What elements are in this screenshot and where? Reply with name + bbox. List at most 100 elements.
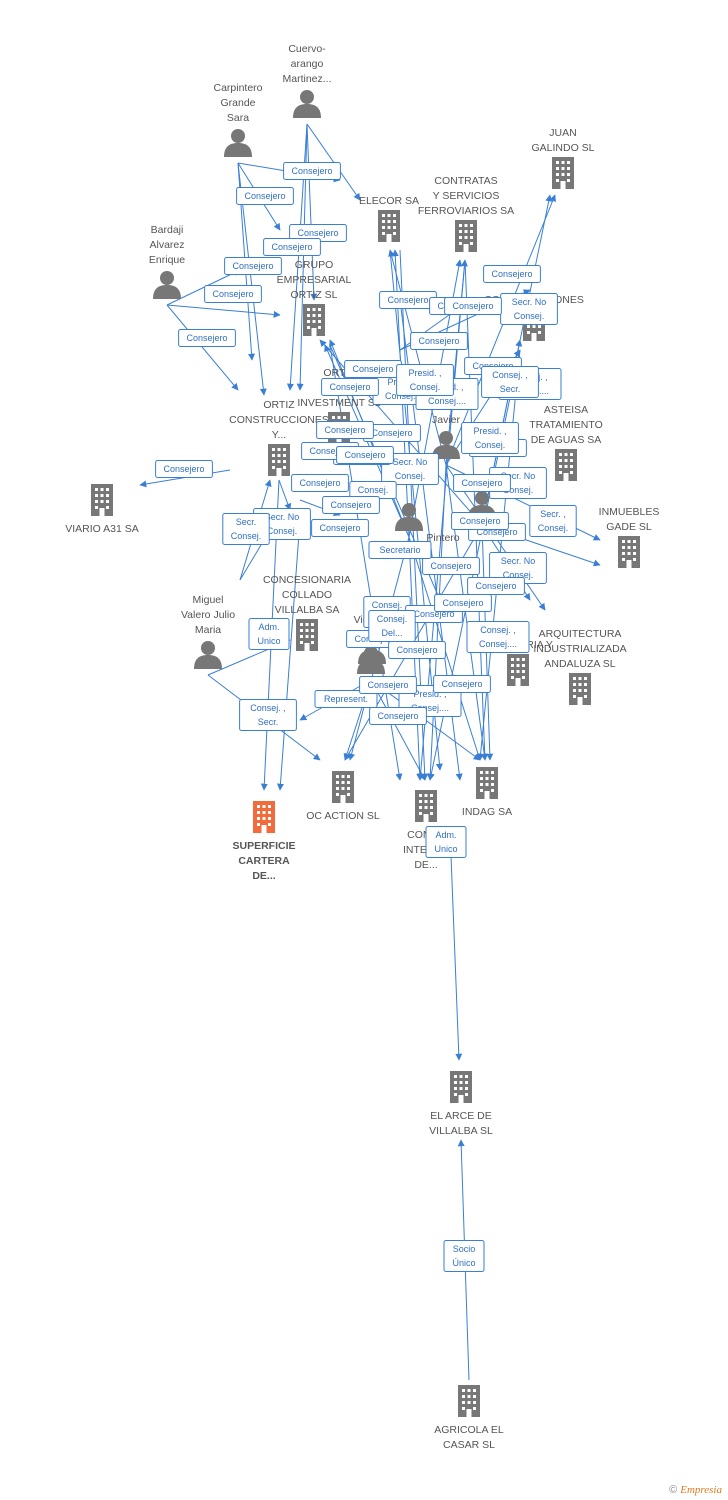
- relation-label[interactable]: Consej. ,Secr.: [239, 699, 297, 731]
- building-icon: [303, 304, 325, 336]
- relation-label[interactable]: Consejero: [410, 332, 468, 350]
- relation-label[interactable]: Consejero: [434, 594, 492, 612]
- relation-text: Consej. ,: [250, 703, 286, 713]
- relation-box: [316, 421, 374, 439]
- relation-label[interactable]: Consejero: [422, 557, 480, 575]
- relation-label[interactable]: Consejero: [483, 265, 541, 283]
- relation-label[interactable]: Adm.Unico: [425, 826, 467, 858]
- relation-text: Consejero: [232, 261, 273, 271]
- relation-label[interactable]: Consej. ,Secr.: [481, 366, 539, 398]
- relation-label[interactable]: Consej.: [349, 481, 397, 499]
- relation-text: Consejero: [452, 301, 493, 311]
- edge-20: [388, 249, 447, 466]
- relation-label[interactable]: Secr.Consej.: [222, 513, 270, 545]
- relation-label[interactable]: Secr. ,Consej.: [529, 505, 577, 537]
- relation-box: [451, 512, 509, 530]
- relation-label[interactable]: Consejero: [467, 577, 525, 595]
- node-elecor[interactable]: ELECOR SA: [359, 195, 419, 242]
- building-icon: [91, 484, 113, 516]
- node-label: INVESTMENT SL: [297, 397, 380, 409]
- relation-label[interactable]: Consejero: [451, 512, 509, 530]
- node-label: ANDALUZA SL: [544, 658, 615, 670]
- node-cuervo[interactable]: Cuervo-arangoMartinez...: [282, 43, 332, 118]
- relation-label[interactable]: Presid. ,Consej.: [396, 364, 454, 396]
- edge-0: [306, 123, 318, 301]
- relation-box: [433, 675, 491, 693]
- relation-label[interactable]: Consejero: [369, 707, 427, 725]
- relation-label[interactable]: Consejero: [322, 496, 380, 514]
- relation-label[interactable]: Consejero: [344, 360, 402, 378]
- node-indag[interactable]: INDAG SA: [462, 767, 512, 818]
- relation-box: [483, 265, 541, 283]
- node-label: VILLALBA SL: [429, 1125, 493, 1137]
- node-p_center[interactable]: Pintero: [395, 503, 460, 544]
- relation-label[interactable]: Consejero: [236, 187, 294, 205]
- node-label: ARQUITECTURA: [539, 628, 622, 640]
- relation-label[interactable]: Consejero: [379, 291, 437, 309]
- node-oc_action[interactable]: OC ACTION SL: [306, 771, 380, 822]
- relation-label[interactable]: Consejero: [316, 421, 374, 439]
- relation-label[interactable]: Presid. ,Consej.: [461, 422, 519, 454]
- node-label: Javier: [432, 414, 461, 426]
- relation-text: Consejero: [271, 242, 312, 252]
- building-icon: [569, 673, 591, 705]
- relation-label[interactable]: Consejero: [311, 519, 369, 537]
- relation-label[interactable]: Adm.Unico: [248, 618, 290, 650]
- relation-label[interactable]: Secretario: [368, 541, 432, 559]
- node-label: INDUSTRIALIZADA: [533, 643, 626, 655]
- footer-brand[interactable]: © Empresia: [669, 1484, 722, 1496]
- relation-label[interactable]: Consejero: [433, 675, 491, 693]
- relation-label[interactable]: Consejero: [336, 446, 394, 464]
- node-ortiz_constr[interactable]: ORTIZCONSTRUCCIONESY...: [229, 399, 329, 476]
- node-label: Miguel: [193, 594, 224, 606]
- relation-label[interactable]: Consejero: [263, 238, 321, 256]
- relation-text: Consejero: [244, 191, 285, 201]
- node-label: Y...: [272, 429, 286, 441]
- relation-label[interactable]: Consejero: [359, 676, 417, 694]
- relation-label[interactable]: Represent.: [314, 690, 378, 708]
- node-superficie[interactable]: SUPERFICIECARTERADE...: [232, 801, 296, 882]
- relation-label[interactable]: Consejero: [363, 424, 421, 442]
- relation-text: Adm.: [435, 830, 456, 840]
- relation-box: [529, 505, 577, 537]
- node-javier[interactable]: Javier: [432, 414, 461, 459]
- relation-text: Consejero: [442, 598, 483, 608]
- relation-label[interactable]: Consejero: [155, 460, 213, 478]
- node-viario[interactable]: VIARIO A31 SA: [65, 484, 139, 535]
- node-arquitectura[interactable]: ARQUITECTURA INDUSTRIALIZADA ANDALUZA SL: [533, 628, 627, 705]
- relation-label[interactable]: Consejero: [291, 474, 349, 492]
- node-label: DE AGUAS SA: [531, 434, 602, 446]
- relation-label[interactable]: Consejero: [224, 257, 282, 275]
- node-label: SUPERFICIE: [232, 840, 295, 852]
- node-label: DE...: [414, 859, 437, 871]
- relation-text: Consej.: [514, 311, 545, 321]
- node-label: ASTEISA: [544, 404, 588, 416]
- relation-label[interactable]: Consejero: [283, 162, 341, 180]
- relation-label[interactable]: Consej.Del...: [368, 610, 416, 642]
- node-label: FERROVIARIOS SA: [418, 205, 514, 217]
- relation-label[interactable]: Consejero: [453, 474, 511, 492]
- relation-text: Consejero: [371, 428, 412, 438]
- node-label: CASAR SL: [443, 1439, 495, 1451]
- edge-18: [276, 519, 301, 791]
- relation-label[interactable]: Consejero: [388, 641, 446, 659]
- relation-label[interactable]: Consejero: [204, 285, 262, 303]
- relation-label[interactable]: Consejero: [321, 378, 379, 396]
- relation-label[interactable]: Consej. ,Consej....: [466, 621, 530, 653]
- relation-label[interactable]: Consejero: [444, 297, 502, 315]
- relation-label[interactable]: Consejero: [178, 329, 236, 347]
